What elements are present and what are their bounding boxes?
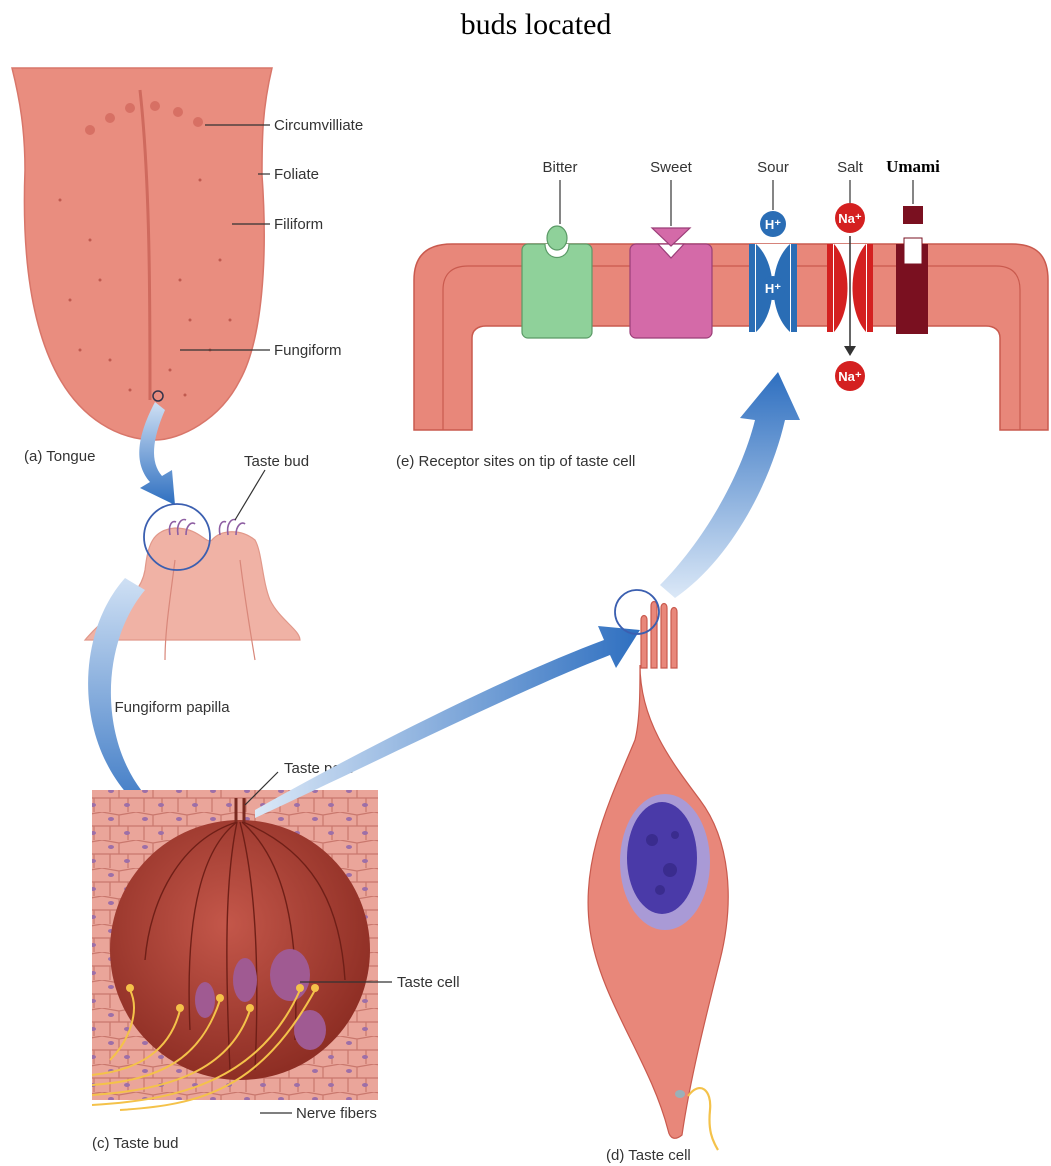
hydrogen-ion-label-top: H⁺: [765, 217, 781, 232]
label-sour: Sour: [757, 159, 789, 176]
label-nerve-fibers: Nerve fibers: [296, 1105, 377, 1122]
arrow-bud-to-cell: [255, 626, 640, 818]
label-fungiform: Fungiform: [274, 342, 342, 359]
sodium-ion-label-top: Na⁺: [838, 211, 862, 226]
label-salt: Salt: [837, 159, 864, 176]
taste-bud-illustration: [92, 790, 378, 1110]
sour-channel: H⁺ H⁺: [752, 211, 794, 332]
bitter-receptor: [522, 226, 592, 338]
label-circumvilliate: Circumvilliate: [274, 117, 363, 134]
caption-taste-bud: (c) Taste bud: [92, 1135, 178, 1152]
caption-receptor-sites: (e) Receptor sites on tip of taste cell: [396, 453, 635, 470]
sodium-ion-label-bottom: Na⁺: [838, 369, 862, 384]
label-bitter: Bitter: [542, 159, 577, 176]
tongue-illustration: [12, 68, 272, 440]
taste-cell-illustration: [588, 590, 728, 1150]
label-filiform: Filiform: [274, 216, 323, 233]
hydrogen-ion-label-inside: H⁺: [765, 281, 781, 296]
label-foliate: Foliate: [274, 166, 319, 183]
sweet-receptor: [630, 228, 712, 338]
label-umami: Umami: [886, 157, 940, 176]
page-heading: buds located: [461, 8, 612, 41]
label-taste-cell: Taste cell: [397, 974, 460, 991]
caption-fungiform-papilla: (b) Fungiform papilla: [92, 699, 230, 716]
salt-channel: Na⁺ Na⁺: [830, 203, 870, 391]
arrow-cell-to-receptors: [660, 372, 800, 598]
caption-tongue: (a) Tongue: [24, 448, 95, 465]
umami-receptor: [896, 206, 928, 334]
label-taste-bud: Taste bud: [244, 453, 309, 470]
membrane-illustration: [414, 244, 1048, 430]
caption-taste-cell: (d) Taste cell: [606, 1147, 691, 1164]
label-sweet: Sweet: [650, 159, 693, 176]
